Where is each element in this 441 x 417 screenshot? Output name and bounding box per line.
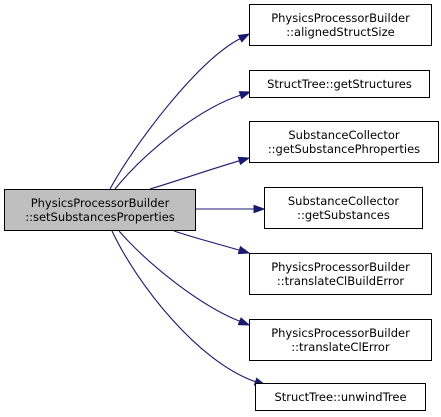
callee-node-get-substance-phroperties[interactable]: SubstanceCollector::getSubstancePhropert…	[249, 121, 439, 163]
node-label-line: StructTree::unwindTree	[274, 390, 406, 404]
node-box	[255, 383, 426, 411]
node-box	[249, 319, 432, 361]
edge-line	[173, 230, 240, 251]
arrowhead	[237, 33, 251, 43]
edges-layer	[109, 33, 267, 386]
edge-line	[149, 160, 240, 190]
edge-line	[109, 38, 241, 190]
node-label-line: ::getSubstances	[297, 208, 390, 222]
arrowhead	[237, 245, 251, 255]
callee-node-get-structures[interactable]: StructTree::getStructures	[249, 70, 430, 98]
arrowhead	[237, 317, 251, 326]
edge-get-substance-phroperties	[149, 156, 251, 190]
edge-unwind-tree	[111, 230, 267, 386]
edge-get-substances	[195, 204, 266, 214]
edge-aligned-struct-size	[109, 33, 251, 190]
root-function-node[interactable]: PhysicsProcessorBuilder::setSubstancesPr…	[4, 189, 196, 231]
node-box	[264, 187, 423, 229]
node-label-line: ::translateClError	[291, 340, 390, 354]
node-label-line: StructTree::getStructures	[267, 77, 412, 91]
node-label-line: PhysicsProcessorBuilder	[31, 196, 170, 210]
node-label-line: PhysicsProcessorBuilder	[271, 260, 410, 274]
edge-line	[118, 230, 240, 322]
callee-node-translate-cl-build-error[interactable]: PhysicsProcessorBuilder::translateClBuil…	[249, 253, 432, 295]
node-box	[249, 70, 430, 98]
node-box	[4, 189, 196, 231]
nodes-layer: PhysicsProcessorBuilder::setSubstancesPr…	[4, 4, 439, 411]
node-label-line: ::setSubstancesProperties	[25, 210, 175, 224]
callee-node-translate-cl-error[interactable]: PhysicsProcessorBuilder::translateClErro…	[249, 319, 432, 361]
node-label-line: SubstanceCollector	[288, 128, 400, 142]
callee-node-unwind-tree[interactable]: StructTree::unwindTree	[255, 383, 426, 411]
arrowhead	[253, 204, 266, 214]
node-label-line: ::translateClBuildError	[277, 274, 405, 288]
node-box	[249, 121, 439, 163]
callee-node-get-substances[interactable]: SubstanceCollector::getSubstances	[264, 187, 423, 229]
node-label-line: SubstanceCollector	[288, 194, 400, 208]
node-label-line: ::alignedStructSize	[286, 25, 394, 39]
node-label-line: ::getSubstancePhroperties	[268, 142, 420, 156]
edge-get-structures	[114, 91, 252, 190]
arrowhead	[238, 91, 252, 100]
callee-node-aligned-struct-size[interactable]: PhysicsProcessorBuilder::alignedStructSi…	[249, 4, 432, 46]
edge-translate-cl-build-error	[173, 230, 251, 255]
arrowhead	[237, 156, 251, 166]
node-box	[249, 253, 432, 295]
edge-translate-cl-error	[118, 230, 251, 326]
node-box	[249, 4, 432, 46]
node-label-line: PhysicsProcessorBuilder	[271, 11, 410, 25]
edge-line	[111, 230, 256, 383]
edge-line	[114, 94, 241, 190]
node-label-line: PhysicsProcessorBuilder	[271, 326, 410, 340]
